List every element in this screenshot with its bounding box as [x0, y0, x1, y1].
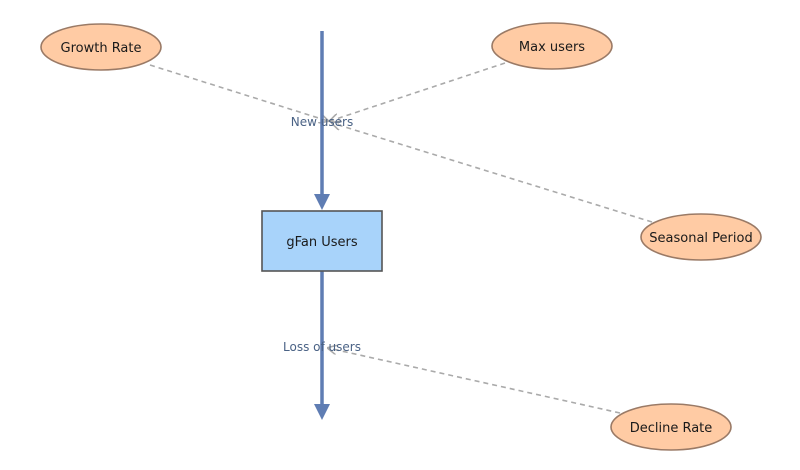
decline-rate-label: Decline Rate [630, 421, 713, 436]
stock-label: gFan Users [286, 235, 358, 250]
growth-rate-label: Growth Rate [61, 41, 142, 56]
link-growth-rate-to-new-users [149, 64, 328, 121]
max-users-node[interactable] [491, 22, 613, 70]
outflow-arrowhead [314, 404, 330, 420]
stock-box[interactable] [261, 210, 383, 272]
link-seasonal-period-to-new-users [332, 123, 653, 223]
seasonal-period-node[interactable] [640, 213, 762, 261]
link-max-users-to-new-users [330, 62, 506, 121]
growth-rate-node[interactable] [40, 23, 162, 71]
inflow-label: New users [291, 115, 353, 129]
decline-rate-node[interactable] [610, 403, 732, 451]
link-decline-rate-to-loss-of-users [328, 348, 621, 414]
inflow-arrowhead [314, 194, 330, 210]
seasonal-period-label: Seasonal Period [649, 231, 752, 246]
max-users-label: Max users [519, 40, 585, 55]
outflow-label: Loss of users [283, 340, 361, 354]
